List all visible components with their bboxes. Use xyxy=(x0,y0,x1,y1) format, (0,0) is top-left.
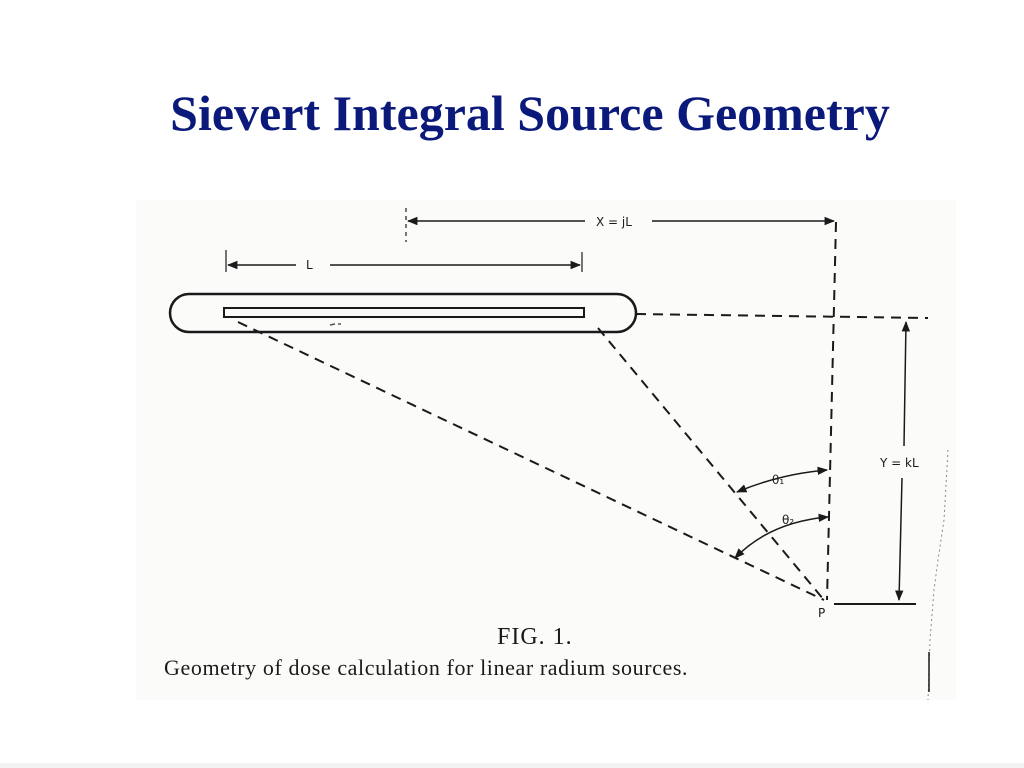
theta1-arc xyxy=(736,466,829,493)
figure-scan-background xyxy=(136,200,956,700)
y-dimension-bottom xyxy=(895,477,904,602)
y-distance-label: Y = kL xyxy=(879,456,919,470)
source-capsule xyxy=(168,292,638,334)
ray-from-source-end xyxy=(597,327,825,601)
point-p-label: P xyxy=(818,606,825,620)
bottom-rule xyxy=(0,763,1024,768)
length-label: L xyxy=(306,258,313,272)
ray-from-source-start xyxy=(237,321,825,601)
figure-number: FIG. 1. xyxy=(497,624,573,650)
active-source-line xyxy=(223,307,585,318)
source-axis-extension xyxy=(635,313,929,319)
vertical-reference-line xyxy=(826,221,837,601)
x-distance-label: X = jL xyxy=(596,215,632,229)
theta1-label: θ₁ xyxy=(772,473,784,487)
scan-speck xyxy=(329,323,341,326)
theta2-arc xyxy=(734,513,830,559)
figure-caption: Geometry of dose calculation for linear … xyxy=(164,655,689,680)
slide-title: Sievert Integral Source Geometry xyxy=(170,85,890,141)
scan-page-edge xyxy=(927,449,949,701)
y-dimension-top xyxy=(901,320,911,447)
theta2-label: θ₂ xyxy=(782,513,794,527)
